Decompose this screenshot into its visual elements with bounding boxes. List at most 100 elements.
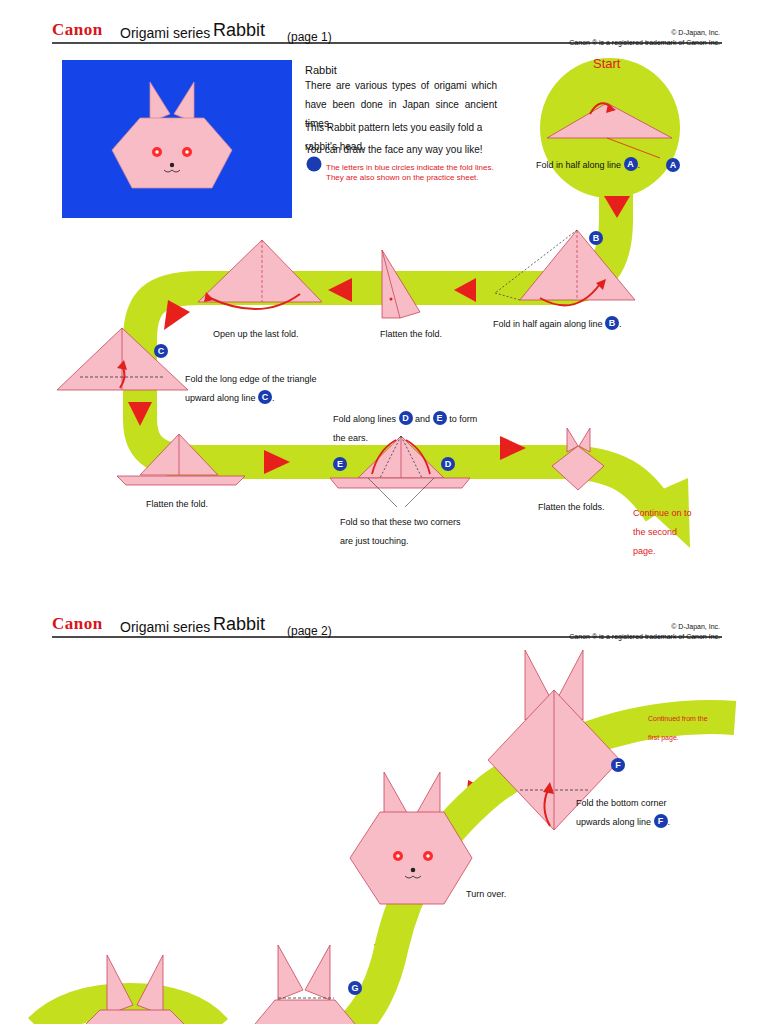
step-instruction: Turn over. — [466, 889, 506, 899]
fold-step — [117, 434, 245, 485]
start-label: Start — [593, 56, 620, 71]
fold-step — [495, 230, 635, 305]
text-row: Fold in half along lineA. — [536, 153, 640, 172]
fold-line-letter: C — [154, 344, 168, 358]
series-name: Origami series — [120, 25, 210, 41]
direction-arrow — [128, 196, 630, 968]
continue-note: Continued from the first page. — [648, 715, 708, 741]
text-row: Continued from the first page. — [648, 706, 710, 744]
copyright-note: Canon ® is a registered trademark of Can… — [569, 633, 720, 640]
text-row: © D-Japan, Inc. — [470, 614, 720, 633]
text-row: D — [441, 453, 455, 472]
fold-line-letter: A — [624, 157, 638, 171]
sheet-title: Rabbit — [213, 20, 265, 40]
text-row: Canon — [52, 20, 103, 40]
fold-line-letter: E — [333, 457, 347, 471]
step-instruction: Flatten the folds. — [538, 502, 605, 512]
text-row: Canon — [52, 614, 103, 634]
step-instruction: Open up the last fold. — [213, 329, 299, 339]
fold-step — [198, 240, 322, 309]
step-instruction: . — [272, 393, 275, 403]
text-row: C — [154, 340, 168, 359]
text-row: (page 2) — [287, 620, 332, 639]
fold-line-letter: F — [654, 814, 668, 828]
start-disc — [540, 58, 680, 198]
text-row: Rabbit — [305, 59, 497, 78]
page-number: (page 1) — [287, 30, 332, 44]
text-row: Flatten the fold. — [146, 492, 208, 511]
fold-line-letter: B — [605, 316, 619, 330]
text-row: G — [348, 977, 362, 996]
continue-note: Continue on to the second page. — [633, 508, 692, 556]
step-instruction: Fold in half again along line — [493, 319, 603, 329]
text-row: Origami series — [120, 617, 210, 636]
text-row: Rabbit — [213, 614, 265, 636]
brand-logo: Canon — [52, 20, 103, 39]
text-row: Origami series — [120, 23, 210, 42]
fold-line-letter: G — [348, 981, 362, 995]
step-instruction: Fold so that these two corners are just … — [340, 517, 461, 546]
rabbit-head — [112, 82, 232, 188]
text-row: Turn over. — [466, 882, 506, 901]
text-row: They are also shown on the practice shee… — [326, 165, 516, 184]
text-row: (page 1) — [287, 26, 332, 45]
text-row: The letters in blue circles indicate the… — [326, 155, 516, 174]
step-instruction: . — [668, 817, 671, 827]
fold-step — [330, 436, 470, 507]
series-name: Origami series — [120, 619, 210, 635]
fold-line-letter: B — [589, 231, 603, 245]
text-row: © D-Japan, Inc. — [470, 20, 720, 39]
text-row: Open up the last fold. — [213, 322, 299, 341]
fold-line-letter: F — [611, 758, 625, 772]
text-row: Rabbit — [213, 20, 265, 42]
copyright-note: Canon ® is a registered trademark of Can… — [569, 39, 720, 46]
copyright-note: © D-Japan, Inc. — [671, 29, 720, 36]
intro-text: There are various types of origami which… — [305, 80, 497, 129]
text-row: Fold along linesDandEto form the ears. — [333, 407, 483, 445]
step-instruction: Flatten the fold. — [380, 329, 442, 339]
fold-step — [80, 945, 360, 1024]
step-instruction: . — [638, 160, 641, 170]
text-row: Canon ® is a registered trademark of Can… — [470, 624, 720, 643]
legend-note: The letters in blue circles indicate the… — [326, 163, 494, 172]
text-row: Canon ® is a registered trademark of Can… — [470, 30, 720, 49]
fold-step — [382, 250, 420, 318]
step-instruction: and — [415, 414, 430, 424]
fold-step — [57, 328, 188, 390]
text-row: Fold so that these two corners are just … — [340, 510, 465, 548]
step-instruction: Fold in half along line — [536, 160, 621, 170]
text-row: Start — [593, 53, 620, 72]
fold-line-letter: D — [399, 411, 413, 425]
legend-note: They are also shown on the practice shee… — [326, 173, 479, 182]
text-row: Continue on to the second page. — [633, 501, 701, 559]
text-row: Fold the long edge of the triangle upwar… — [185, 367, 335, 405]
step-instruction: Fold along lines — [333, 414, 396, 424]
step-instruction: Flatten the fold. — [146, 499, 208, 509]
text-row: Flatten the folds. — [538, 495, 605, 514]
page-number: (page 2) — [287, 624, 332, 638]
fold-line-letter: A — [666, 158, 680, 172]
text-row: E — [333, 453, 347, 472]
fold-line-letter: D — [441, 457, 455, 471]
text-row: B — [589, 227, 603, 246]
fold-step — [552, 428, 604, 490]
rabbit-face — [350, 772, 472, 904]
text-row: Fold in half again along lineB. — [493, 312, 622, 331]
sheet-title: Rabbit — [213, 614, 265, 634]
text-row: Fold the bottom corner upwards along lin… — [576, 791, 694, 829]
text-row: You can draw the face any way you like! — [305, 138, 497, 157]
text-row: A — [666, 154, 680, 173]
step-instruction: Fold the bottom corner upwards along lin… — [576, 798, 667, 827]
text-row: Flatten the fold. — [380, 322, 442, 341]
intro-heading: Rabbit — [305, 64, 337, 76]
legend-dot — [307, 157, 322, 172]
text-row: F — [611, 754, 625, 773]
fold-step — [547, 103, 672, 158]
intro-text: You can draw the face any way you like! — [305, 144, 483, 155]
brand-logo: Canon — [52, 614, 103, 633]
step-instruction: . — [619, 319, 622, 329]
fold-line-letter: C — [258, 390, 272, 404]
copyright-note: © D-Japan, Inc. — [671, 623, 720, 630]
flow-band — [140, 190, 660, 512]
step-instruction: Fold the long edge of the triangle upwar… — [185, 374, 317, 403]
